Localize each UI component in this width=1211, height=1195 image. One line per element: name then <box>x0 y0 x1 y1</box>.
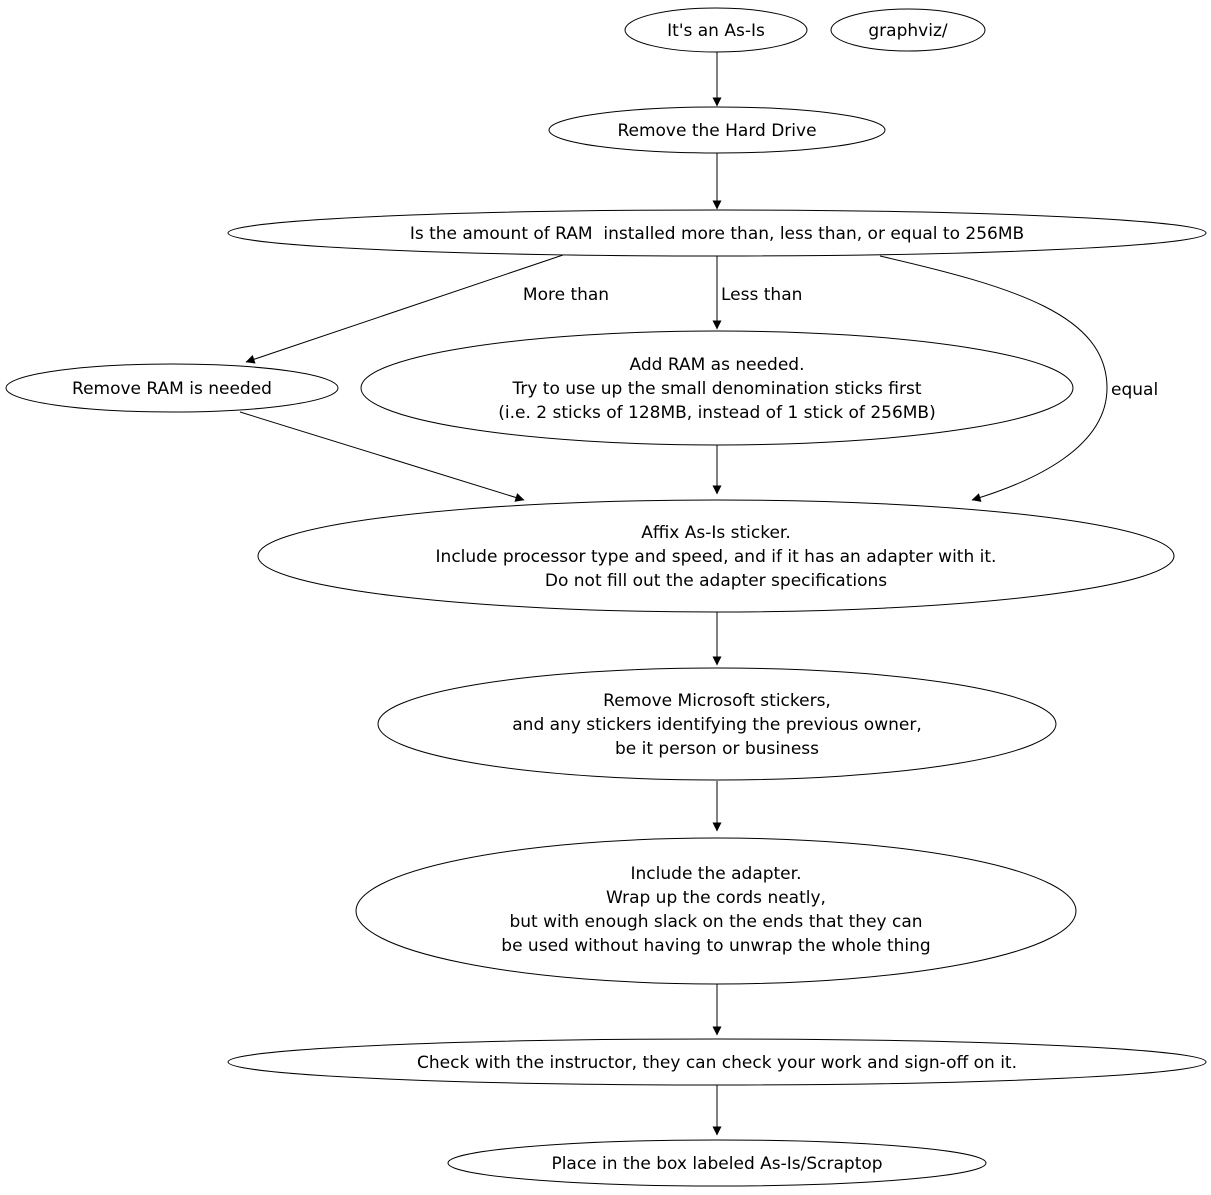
node-its-an-as-is-shape <box>624 7 808 53</box>
node-remove-hard-drive-shape <box>548 106 886 154</box>
node-place-in-box-shape <box>447 1139 987 1187</box>
node-ram-question: Is the amount of RAM installed more than… <box>227 209 1207 257</box>
node-affix-sticker-line-3: Do not fill out the adapter specificatio… <box>545 571 887 591</box>
node-remove-stickers-line-1: Remove Microsoft stickers, <box>603 691 831 711</box>
node-remove-stickers-line-3: be it person or business <box>615 739 819 759</box>
node-include-adapter: Include the adapter. Wrap up the cords n… <box>355 837 1077 985</box>
edge-ramquestion-morethan-to-removeram <box>245 254 564 364</box>
node-add-ram-line-2: Try to use up the small denomination sti… <box>511 379 921 399</box>
node-affix-sticker: Affix As-Is sticker. Include processor t… <box>257 499 1175 613</box>
node-graphviz: graphviz/ <box>830 8 986 52</box>
node-remove-ram: Remove RAM is needed <box>5 363 339 413</box>
node-add-ram-shape <box>360 330 1074 446</box>
node-include-adapter-line-2: Wrap up the cords neatly, <box>606 888 826 908</box>
node-affix-sticker-line-2: Include processor type and speed, and if… <box>436 547 997 567</box>
edge-removeram-to-affix <box>239 411 525 502</box>
node-remove-hard-drive-label: Remove the Hard Drive <box>617 121 816 141</box>
node-its-an-as-is-label: It's an As-Is <box>667 21 765 41</box>
edge-label-less-than: Less than <box>721 285 802 305</box>
node-remove-stickers-shape <box>377 667 1057 781</box>
node-add-ram: Add RAM as needed. Try to use up the sma… <box>360 330 1074 446</box>
node-include-adapter-shape <box>355 837 1077 985</box>
edges-layer <box>239 52 1108 1136</box>
node-affix-sticker-line-1: Affix As-Is sticker. <box>641 523 791 543</box>
node-check-instructor: Check with the instructor, they can chec… <box>227 1038 1207 1086</box>
node-place-in-box: Place in the box labeled As-Is/Scraptop <box>447 1139 987 1187</box>
node-remove-stickers: Remove Microsoft stickers, and any stick… <box>377 667 1057 781</box>
edge-ramquestion-equal-to-affix <box>879 255 1108 502</box>
node-check-instructor-shape <box>227 1038 1207 1086</box>
node-add-ram-line-1: Add RAM as needed. <box>630 355 805 375</box>
node-ram-question-label: Is the amount of RAM installed more than… <box>410 224 1024 244</box>
node-remove-hard-drive: Remove the Hard Drive <box>548 106 886 154</box>
node-ram-question-shape <box>227 209 1207 257</box>
edge-label-equal: equal <box>1111 380 1158 400</box>
node-its-an-as-is: It's an As-Is <box>624 7 808 53</box>
node-include-adapter-line-4: be used without having to unwrap the who… <box>501 936 930 956</box>
node-include-adapter-line-3: but with enough slack on the ends that t… <box>509 912 922 932</box>
node-remove-ram-label: Remove RAM is needed <box>72 379 272 399</box>
node-add-ram-line-3: (i.e. 2 sticks of 128MB, instead of 1 st… <box>498 403 935 423</box>
node-check-instructor-label: Check with the instructor, they can chec… <box>417 1053 1017 1073</box>
node-include-adapter-line-1: Include the adapter. <box>631 864 802 884</box>
node-affix-sticker-shape <box>257 499 1175 613</box>
edge-label-more-than: More than <box>523 285 609 305</box>
node-graphviz-label: graphviz/ <box>868 21 947 41</box>
node-graphviz-shape <box>830 8 986 52</box>
node-place-in-box-label: Place in the box labeled As-Is/Scraptop <box>551 1154 882 1174</box>
edge-labels-layer: More than Less than equal <box>523 285 1158 400</box>
node-remove-ram-shape <box>5 363 339 413</box>
node-remove-stickers-line-2: and any stickers identifying the previou… <box>512 715 921 735</box>
